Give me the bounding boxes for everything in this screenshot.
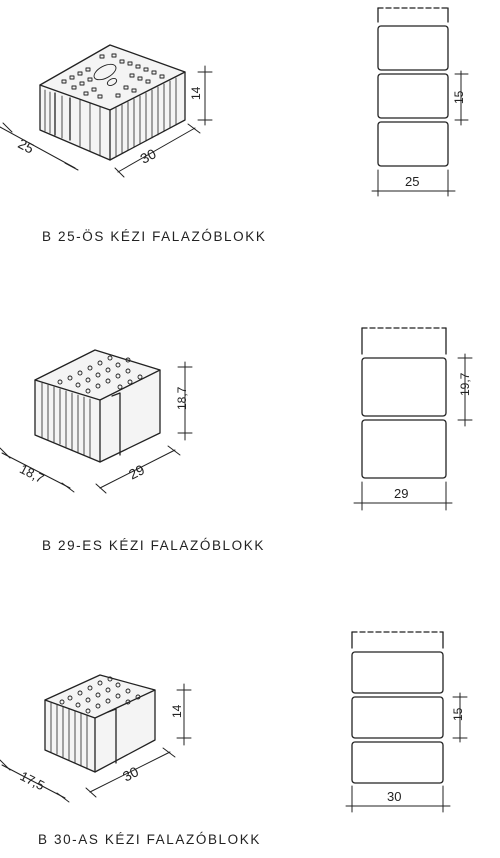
block-1-height-label: 14 bbox=[189, 86, 203, 100]
block-2-caption: B 29-ES KÉZI FALAZÓBLOKK bbox=[42, 538, 265, 553]
block-3-length-label: 30 bbox=[120, 763, 141, 784]
wall-3-course-label: 15 bbox=[451, 707, 465, 721]
wall-1-width-label: 25 bbox=[405, 174, 419, 189]
block-2-length-label: 29 bbox=[126, 461, 147, 482]
wall-1-course-label: 15 bbox=[452, 90, 466, 104]
wall-2-course-label: 19,7 bbox=[458, 372, 472, 396]
wall-3-width-label: 30 bbox=[387, 789, 401, 804]
block-1-width-label: 25 bbox=[15, 135, 36, 157]
block-3-width-label: 17,5 bbox=[18, 768, 47, 793]
block-1-caption: B 25-ÖS KÉZI FALAZÓBLOKK bbox=[42, 229, 267, 244]
block-3-dimension-lines bbox=[0, 683, 192, 803]
block-2-isometric bbox=[34, 349, 161, 463]
block-3-height-label: 14 bbox=[170, 704, 184, 718]
block-3-isometric bbox=[44, 674, 156, 773]
wall-2-width-label: 29 bbox=[394, 486, 408, 501]
wall-section-3 bbox=[345, 631, 468, 813]
block-3-caption: B 30-AS KÉZI FALAZÓBLOKK bbox=[38, 832, 261, 847]
block-2-width-label: 18,7 bbox=[17, 461, 46, 486]
wall-section-2 bbox=[353, 327, 473, 511]
block-2-dimension-lines bbox=[0, 361, 193, 494]
block-2-height-label: 18,7 bbox=[175, 386, 189, 410]
block-1-dimension-lines bbox=[0, 65, 213, 178]
wall-section-1 bbox=[371, 7, 469, 197]
block-1-length-label: 30 bbox=[137, 145, 158, 167]
block-1-isometric bbox=[39, 44, 186, 161]
